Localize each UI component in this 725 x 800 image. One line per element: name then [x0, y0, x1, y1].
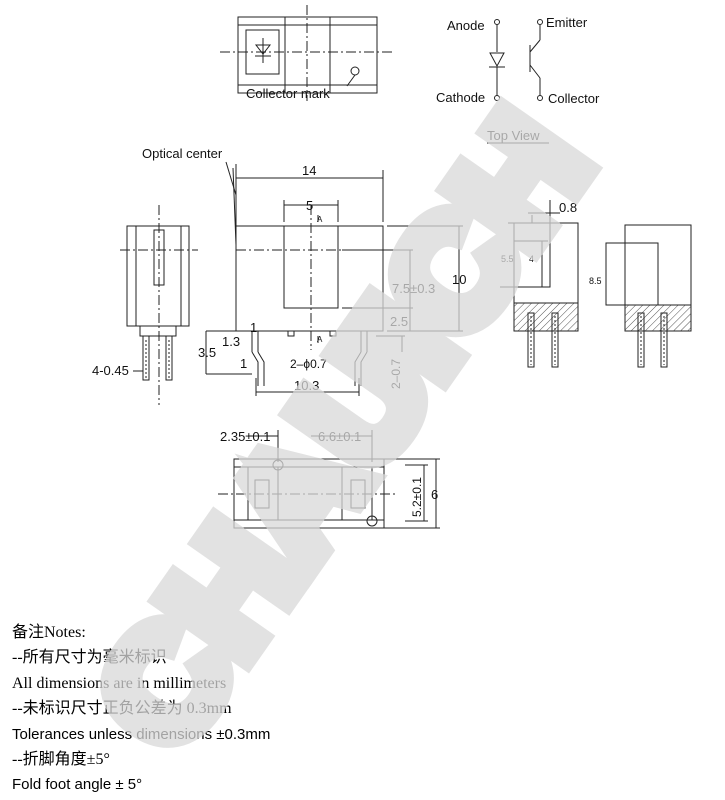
top-package-view [220, 5, 392, 101]
dim-7-5: 7.5±0.3 [392, 281, 435, 296]
optical-center-leader [225, 161, 237, 196]
dim-1-top: 1 [250, 320, 257, 335]
dim-2-phi: 2–ϕ0.7 [290, 357, 327, 371]
dim-0-8: 0.8 [559, 200, 577, 215]
section-a-top: A [317, 215, 323, 224]
dim-1-3: 1.3 [222, 334, 240, 349]
led-symbol-icon [254, 38, 272, 63]
dim-5-5: 5.5 [501, 254, 514, 264]
dim-10-3: 10.3 [294, 378, 319, 393]
dim-6: 6 [431, 487, 438, 502]
left-side-view [120, 205, 198, 405]
note-line-en-1: All dimensions are in millimeters [12, 674, 227, 692]
note-line-en-3: Fold foot angle ± 5° [12, 776, 143, 794]
dim-2-35: 2.35±0.1 [220, 429, 271, 444]
dim-5-2: 5.2±0.1 [410, 477, 424, 517]
note-line-cn-3: --折脚角度±5° [12, 750, 110, 768]
dim-3-5: 3.5 [198, 345, 216, 360]
collector-mark-label: Collector mark [246, 86, 330, 101]
note-line-cn-2: --未标识尺寸正负公差为 0.3mm [12, 700, 232, 718]
dim-4-045: 4-0.45 [92, 363, 129, 378]
dim-4: 4 [529, 254, 534, 264]
dim-14: 14 [302, 163, 316, 178]
anode-label: Anode [447, 18, 485, 33]
dim-5: 5 [306, 198, 313, 213]
dim-10: 10 [452, 272, 466, 287]
top-view-label: Top View [487, 128, 540, 143]
note-line-en-2: Tolerances unless dimensions ±0.3mm [12, 725, 271, 743]
emitter-label: Emitter [546, 15, 588, 30]
dim-8-5: 8.5 [589, 276, 602, 286]
optical-center-label: Optical center [142, 146, 223, 161]
collector-label: Collector [548, 91, 600, 106]
dim-6-6: 6.6±0.1 [318, 429, 361, 444]
notes-block: 备注Notes: --所有尺寸为毫米标识 All dimensions are … [12, 620, 512, 798]
dim-2-5: 2.5 [390, 314, 408, 329]
right-side-view-2 [605, 224, 692, 368]
notes-heading: 备注Notes: [12, 624, 86, 641]
dim-2-07: 2–0.7 [389, 359, 403, 389]
bottom-view [218, 430, 440, 529]
front-view [205, 164, 463, 396]
dim-1-bottom: 1 [240, 356, 247, 371]
schematic [489, 19, 543, 101]
section-a-bottom: A [317, 335, 323, 344]
note-line-cn-1: --所有尺寸为毫米标识 [12, 649, 167, 667]
cathode-label: Cathode [436, 90, 485, 105]
right-side-view-1 [500, 200, 579, 368]
